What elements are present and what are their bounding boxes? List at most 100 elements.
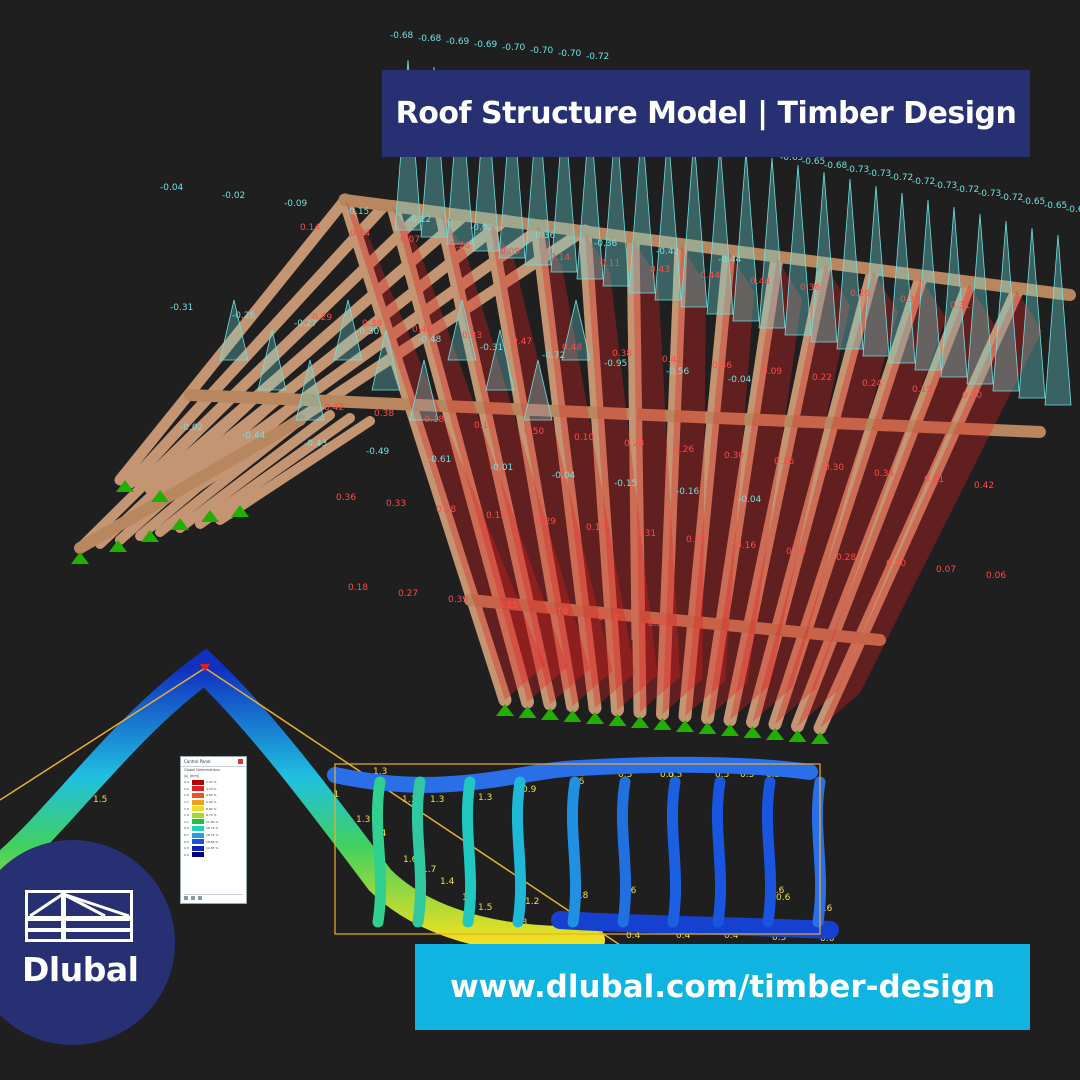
moment-value-label: 0.26 bbox=[850, 289, 870, 299]
legend-value: 0.5 bbox=[184, 839, 189, 844]
moment-value-label: 0.33 bbox=[462, 331, 482, 341]
wind-value-label: -0.12 bbox=[408, 215, 431, 225]
timber-beams bbox=[74, 193, 1076, 735]
deformed-bottom-chord bbox=[551, 911, 839, 939]
legend-swatch bbox=[192, 845, 204, 851]
moment-value-label: 0.18 bbox=[348, 583, 368, 593]
timber-rafter bbox=[482, 213, 579, 713]
legend-percent: 11.60 % bbox=[206, 819, 219, 824]
moment-value-label: 0.14 bbox=[350, 229, 370, 239]
wind-load-diagram bbox=[523, 359, 553, 421]
legend-percent: 4.74 % bbox=[206, 786, 217, 791]
timber-hip-beam bbox=[627, 289, 641, 641]
control-panel[interactable]: Control Panel Global Deformations |u| [m… bbox=[180, 756, 247, 904]
wind-value-label: -0.61 bbox=[428, 455, 451, 465]
timber-rafter bbox=[656, 239, 688, 721]
wind-load-diagram bbox=[836, 178, 864, 350]
deformation-value-label: 0.4 bbox=[676, 931, 691, 941]
control-panel-subtitle: Global Deformations bbox=[184, 768, 220, 772]
wind-value-label: -0.72 bbox=[542, 351, 565, 361]
deformed-post bbox=[371, 776, 387, 928]
moment-value-label: 0.38 bbox=[612, 349, 632, 359]
wind-load-diagram bbox=[472, 80, 500, 252]
support-node bbox=[151, 490, 169, 502]
filter-icon[interactable] bbox=[191, 896, 195, 900]
moment-value-label: 0.25 bbox=[498, 601, 518, 611]
moment-diagram bbox=[441, 213, 590, 704]
moment-diagram bbox=[707, 258, 802, 718]
support-node bbox=[141, 530, 159, 542]
deformation-value-label: 0.4 bbox=[724, 931, 739, 941]
support-node bbox=[109, 540, 127, 552]
load-value-label: -0.72 bbox=[956, 185, 979, 195]
load-value-label: -0.69 bbox=[446, 37, 470, 47]
moment-value-label: 0.17 bbox=[474, 421, 494, 431]
moment-diagram bbox=[797, 284, 994, 726]
wind-load-diagrams bbox=[219, 59, 1072, 421]
moment-value-label: 0.30 bbox=[824, 463, 844, 473]
legend-swatch bbox=[192, 819, 204, 825]
deformation-value-label: 1.3 bbox=[356, 815, 370, 825]
moment-value-label: 0.30 bbox=[724, 451, 744, 461]
wind-load-diagram bbox=[966, 213, 994, 385]
moment-value-label: 0.30 bbox=[962, 391, 982, 401]
wind-load-diagram bbox=[784, 164, 812, 336]
url-link[interactable]: www.dlubal.com/timber-design bbox=[449, 969, 996, 1005]
deformation-value-label: 0.9 bbox=[522, 785, 537, 795]
moment-value-label: 0.41 bbox=[662, 355, 682, 365]
deformation-plot bbox=[0, 648, 839, 956]
wind-value-label: -0.43 bbox=[304, 439, 327, 449]
deformation-value-label: 0.6 bbox=[776, 893, 791, 903]
support-node bbox=[766, 728, 784, 740]
moment-value-label: 0.14 bbox=[550, 253, 570, 263]
peak-marker bbox=[200, 664, 210, 672]
legend-percent: 18.72 % bbox=[206, 833, 219, 838]
timber-purlin bbox=[74, 414, 306, 554]
support-node bbox=[563, 710, 582, 722]
moment-value-label: 0.31 bbox=[636, 529, 656, 539]
timber-rafter bbox=[578, 226, 624, 717]
moment-value-label: 0.38 bbox=[374, 409, 394, 419]
load-value-label: -0.65 bbox=[1022, 197, 1045, 207]
deformation-value-label: 0.5 bbox=[660, 770, 674, 780]
settings-icon[interactable] bbox=[184, 896, 188, 900]
moment-value-label: 0.26 bbox=[774, 457, 794, 467]
support-node bbox=[171, 518, 189, 530]
wind-value-label: -0.16 bbox=[676, 487, 700, 497]
moment-value-label: 0.30 bbox=[900, 295, 920, 305]
load-value-label: -0.65 bbox=[780, 153, 803, 163]
wind-value-label: -0.95 bbox=[604, 359, 627, 369]
export-icon[interactable] bbox=[198, 896, 202, 900]
close-icon[interactable] bbox=[238, 759, 243, 764]
moment-value-label: 0.20 bbox=[886, 559, 906, 569]
url-banner[interactable]: www.dlubal.com/timber-design bbox=[415, 944, 1030, 1030]
wind-value-label: -0.31 bbox=[480, 343, 503, 353]
wind-load-diagram bbox=[940, 206, 968, 378]
load-value-label: -0.68 bbox=[390, 31, 414, 41]
legend-row: 1.5 8.82 % bbox=[181, 805, 246, 812]
moment-diagrams bbox=[345, 200, 1042, 728]
control-panel-toolbar bbox=[184, 894, 243, 901]
legend-percent: 8.73 % bbox=[206, 813, 217, 818]
logo-badge bbox=[0, 840, 175, 1045]
wind-value-label: -0.48 bbox=[418, 335, 442, 345]
deformation-value-label: 0.5 bbox=[740, 770, 754, 780]
legend-row: 0.0 bbox=[181, 852, 246, 859]
moment-diagram bbox=[662, 245, 706, 714]
wind-load-diagram bbox=[1044, 234, 1072, 406]
support-node bbox=[116, 480, 134, 492]
legend-percent: 8.82 % bbox=[206, 806, 217, 811]
load-value-label: -0.73 bbox=[934, 181, 957, 191]
wind-load-diagram bbox=[446, 73, 474, 245]
legend-value: 1.5 bbox=[184, 806, 189, 811]
support-node bbox=[586, 712, 604, 724]
wind-value-label: -0.27 bbox=[294, 319, 317, 329]
moment-value-label: 0.19 bbox=[786, 547, 806, 557]
support-node bbox=[788, 730, 807, 742]
wind-value-label: -0.42 bbox=[656, 247, 679, 257]
legend-swatch bbox=[192, 792, 204, 798]
control-panel-titlebar[interactable]: Control Panel bbox=[181, 757, 246, 767]
